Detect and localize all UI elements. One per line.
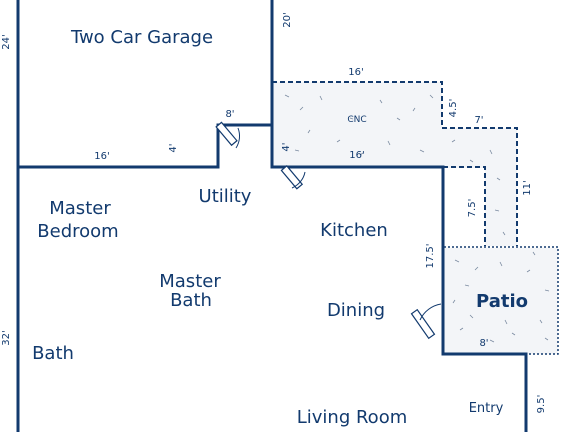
bath-label: Bath — [32, 343, 74, 364]
dashed-outlines — [272, 81, 559, 355]
utility-door — [215, 121, 240, 149]
patio-left-dim: 17.5' — [425, 243, 436, 268]
house-left-dim: 32' — [1, 330, 12, 345]
utility-top-dim: 8' — [225, 109, 234, 120]
cnc-right-dim: 11' — [522, 180, 533, 195]
cnc-step-vert-dim: 4.5' — [448, 99, 459, 118]
garage-width-dim: 16' — [94, 151, 109, 162]
utility-right-dim: 4' — [281, 142, 292, 151]
utility-label: Utility — [199, 186, 252, 207]
patio-door — [410, 303, 442, 340]
cnc-top-dim: 16' — [348, 67, 363, 78]
garage-depth-dim: 24' — [1, 34, 12, 49]
entry-side-dim: 9.5' — [536, 395, 547, 414]
garage-label: Two Car Garage — [70, 27, 213, 48]
living-room-label: Living Room — [297, 407, 408, 428]
kitchen-label: Kitchen — [320, 220, 388, 241]
walls — [16, 0, 528, 432]
master-bedroom-label-line2: Bedroom — [37, 221, 118, 242]
master-bedroom-label-line1: Master — [49, 198, 111, 219]
patio-area — [444, 248, 558, 354]
master-bath-label-line2: Bath — [170, 290, 212, 311]
cnc-label: CNC — [347, 115, 366, 125]
garage-door — [280, 165, 306, 190]
patio-label: Patio — [476, 291, 528, 312]
cnc-bottom-dim: 16' — [349, 150, 364, 161]
patio-left-upper-dim: 7.5' — [467, 199, 478, 218]
cnc-area — [273, 82, 517, 246]
patio-bottom-dim: 8' — [479, 338, 488, 349]
dining-label: Dining — [327, 300, 385, 321]
cnc-step-horiz-dim: 7' — [474, 115, 483, 126]
garage-side-dim: 20' — [282, 12, 293, 27]
entry-label: Entry — [469, 401, 504, 416]
utility-left-dim: 4' — [168, 143, 179, 152]
master-bath-label-line1: Master — [159, 271, 221, 292]
